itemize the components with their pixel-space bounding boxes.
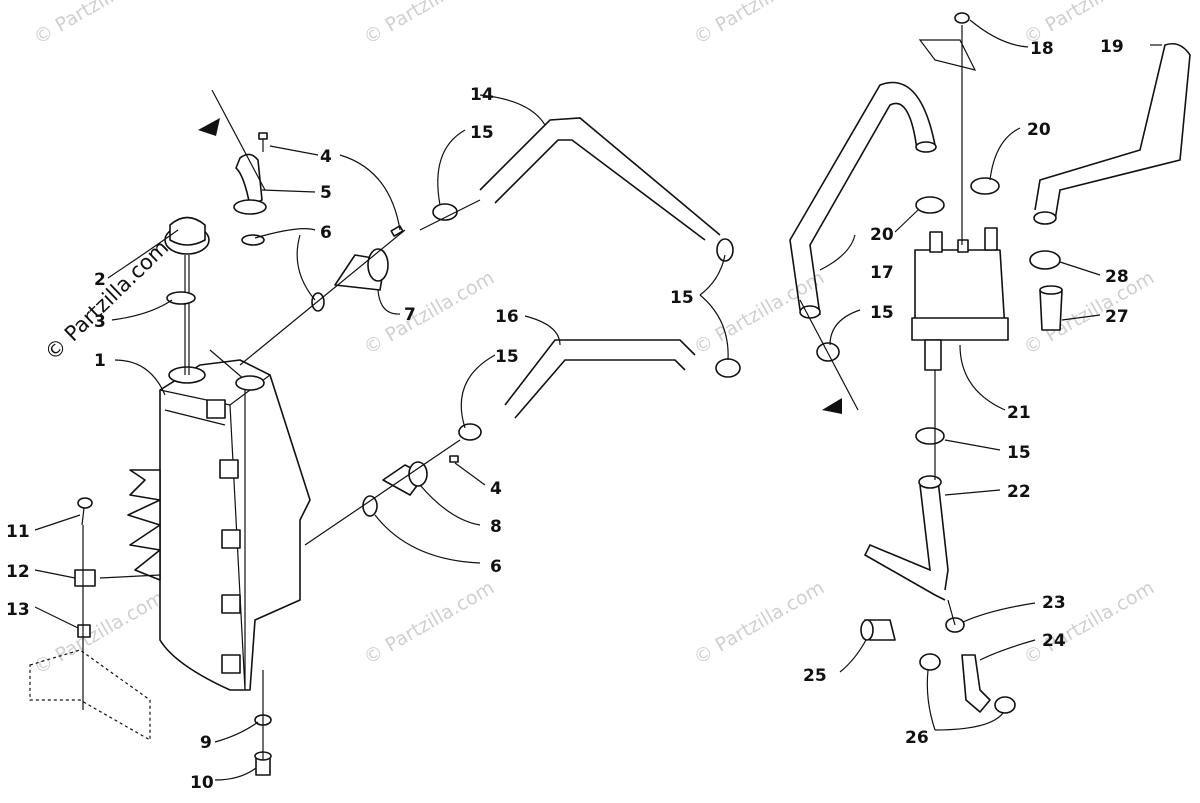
- hose-clamp[interactable]: [915, 427, 945, 445]
- callout-4: 4: [320, 147, 332, 167]
- callout-15: 15: [495, 347, 519, 367]
- banjo-bolt[interactable]: [860, 619, 896, 641]
- callout-22: 22: [1007, 482, 1031, 502]
- drain-elbow[interactable]: [961, 654, 991, 713]
- callout-2: 2: [94, 270, 106, 290]
- direction-arrow-icon: [822, 398, 842, 414]
- callout-6: 6: [320, 223, 332, 243]
- callout-12: 12: [6, 562, 30, 582]
- o-ring[interactable]: [362, 495, 378, 517]
- callout-3: 3: [94, 312, 106, 332]
- hose-clamp[interactable]: [716, 238, 734, 262]
- callout-14: 14: [470, 85, 494, 105]
- callout-1: 1: [94, 351, 106, 371]
- hose-clamp[interactable]: [1029, 250, 1061, 270]
- mount-nut[interactable]: [77, 624, 91, 638]
- leader-lines: [34, 19, 1162, 781]
- bolt[interactable]: [954, 12, 970, 24]
- callout-26: 26: [905, 728, 929, 748]
- callout-21: 21: [1007, 403, 1031, 423]
- mount-bolt[interactable]: [77, 497, 93, 526]
- callout-23: 23: [1042, 593, 1066, 613]
- callout-17: 17: [870, 263, 894, 283]
- callout-20: 20: [1027, 120, 1051, 140]
- direction-arrow-icon: [198, 118, 220, 136]
- callout-16: 16: [495, 307, 519, 327]
- callout-11: 11: [6, 522, 30, 542]
- callout-25: 25: [803, 666, 827, 686]
- callout-6: 6: [490, 557, 502, 577]
- callout-15: 15: [670, 288, 694, 308]
- callout-15: 15: [470, 123, 494, 143]
- o-ring[interactable]: [311, 292, 325, 312]
- callout-8: 8: [490, 517, 502, 537]
- hose-clamp[interactable]: [458, 423, 482, 441]
- callout-18: 18: [1030, 39, 1054, 59]
- callout-5: 5: [320, 183, 332, 203]
- callout-24: 24: [1042, 631, 1066, 651]
- washer[interactable]: [994, 696, 1016, 714]
- callout-15: 15: [1007, 443, 1031, 463]
- callout-10: 10: [190, 773, 214, 793]
- oil-cap-dipstick[interactable]: [164, 216, 210, 376]
- callout-4: 4: [490, 479, 502, 499]
- elbow-fitting[interactable]: [233, 153, 267, 215]
- callout-27: 27: [1105, 307, 1129, 327]
- bracket[interactable]: [918, 39, 977, 71]
- hose-clamp[interactable]: [715, 358, 741, 378]
- callout-9: 9: [200, 733, 212, 753]
- callout-15: 15: [870, 303, 894, 323]
- callout-19: 19: [1100, 37, 1124, 57]
- vent-canister[interactable]: [911, 227, 1009, 371]
- outlet-fitting[interactable]: [382, 455, 459, 496]
- grommet[interactable]: [915, 196, 945, 214]
- callout-13: 13: [6, 600, 30, 620]
- o-ring[interactable]: [166, 291, 196, 305]
- callout-20: 20: [870, 225, 894, 245]
- outlet-fitting[interactable]: [334, 225, 404, 291]
- grommet[interactable]: [970, 177, 1000, 195]
- inline-filter[interactable]: [1039, 285, 1063, 331]
- callout-7: 7: [404, 305, 416, 325]
- mount-clip[interactable]: [74, 569, 96, 587]
- oil-tank[interactable]: [127, 349, 311, 691]
- screw[interactable]: [258, 132, 268, 152]
- callout-28: 28: [1105, 267, 1129, 287]
- washer[interactable]: [919, 653, 941, 671]
